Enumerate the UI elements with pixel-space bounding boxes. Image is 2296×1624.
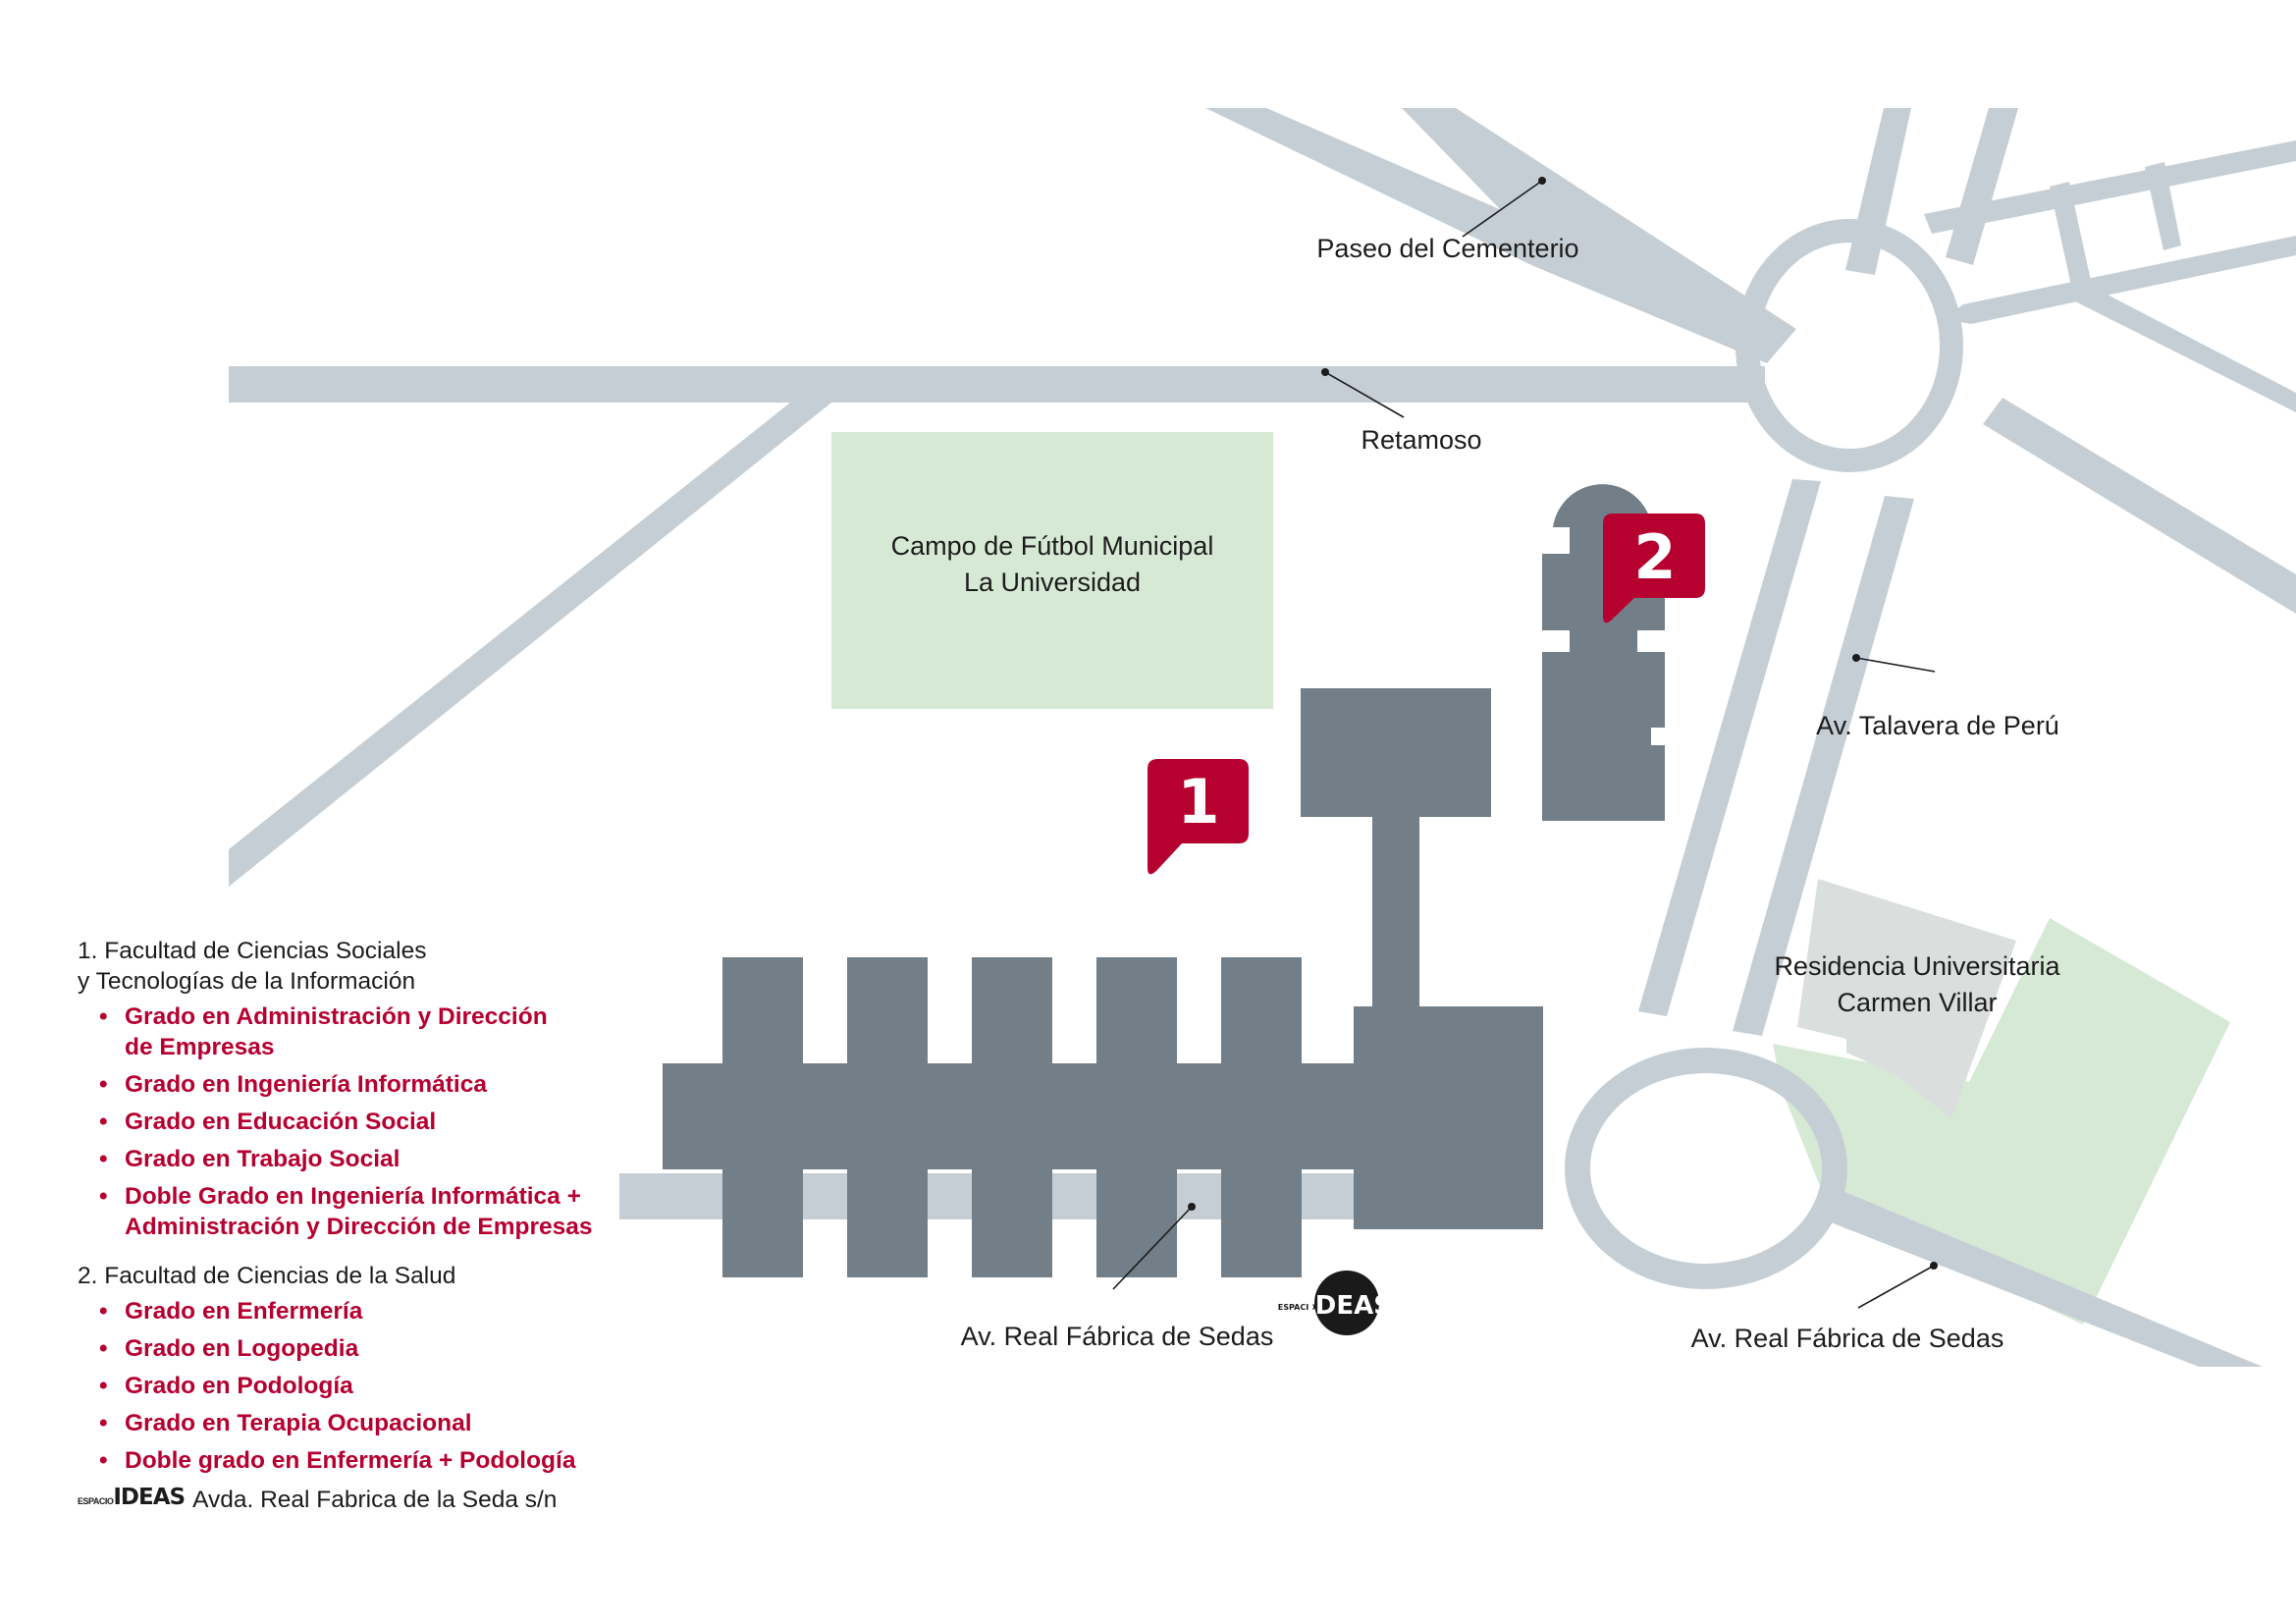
faculty-1-title: 1. Facultad de Ciencias Sociales y Tecno… — [78, 936, 686, 997]
marker-1-number: 1 — [1177, 766, 1219, 838]
degree-label: Grado en Educación Social — [125, 1109, 437, 1135]
degree-item[interactable]: • Grado en Trabajo Social — [78, 1144, 686, 1174]
faculty-1-degree-list: • Grado en Administración y Dirección de E… — [78, 1001, 686, 1242]
real-fabrica-west-label: Av. Real Fábrica de Sedas — [961, 1322, 1274, 1351]
degree-label: Grado en Ingeniería Informática — [125, 1071, 487, 1098]
talavera-label: Av. Talavera de Perú — [1816, 711, 2059, 740]
degree-item[interactable]: • Grado en Ingeniería Informática — [78, 1069, 686, 1100]
degree-label-cont: de Empresas — [125, 1034, 275, 1060]
marker-1[interactable]: 1 — [1148, 759, 1249, 875]
road-paseo-cementerio[interactable] — [1402, 108, 1796, 363]
faculty-2-degree-list: • Grado en Enfermería • Grado en Logopedia… — [78, 1296, 686, 1476]
bullet-icon: • — [99, 1410, 108, 1436]
bullet-icon: • — [99, 1373, 108, 1399]
degree-label: Grado en Podología — [125, 1373, 353, 1399]
residence-label-line2: Carmen Villar — [1837, 988, 1997, 1017]
legend: 1. Facultad de Ciencias Sociales y Tecno… — [78, 936, 686, 1517]
football-field-label-line2: La Universidad — [964, 568, 1141, 597]
degree-label: Grado en Enfermería — [125, 1298, 363, 1325]
residence-building-area[interactable] — [1797, 879, 2016, 1119]
paseo-cementerio-label: Paseo del Cementerio — [1316, 234, 1578, 263]
real-fabrica-east-label: Av. Real Fábrica de Sedas — [1691, 1324, 2004, 1353]
roundabout-south — [1565, 1048, 1847, 1289]
ideas-logo-circle — [1314, 1271, 1379, 1335]
bullet-icon: • — [99, 1447, 108, 1474]
degree-label: Grado en Logopedia — [125, 1335, 359, 1362]
ideas-logo-inline-big: IDEAS — [113, 1485, 186, 1510]
bullet-icon: • — [99, 1298, 108, 1325]
ideas-logo[interactable]: ESPACIO IDEAS — [1278, 1271, 1392, 1335]
degree-item[interactable]: • Doble Grado en Ingeniería Informática +… — [78, 1181, 686, 1242]
bullet-icon: • — [99, 1003, 108, 1030]
road-northeast-connector-1 — [2050, 182, 2093, 295]
ideas-logo-small-text: ESPACIO — [1278, 1303, 1315, 1312]
road-northeast-1 — [1924, 140, 2296, 234]
building-1[interactable] — [663, 688, 1543, 1277]
street-label-real-fabrica-west: Av. Real Fábrica de Sedas — [961, 1203, 1274, 1351]
address-line: ESPACIO IDEAS Avda. Real Fabrica de la S… — [78, 1483, 686, 1517]
degree-label: Doble grado en Enfermería + Podología — [125, 1447, 576, 1474]
road-retamoso — [229, 366, 1765, 403]
degree-label: Doble Grado en Ingeniería Informática + — [125, 1183, 581, 1210]
ideas-logo-inline-small: ESPACIO — [78, 1496, 114, 1506]
degree-label: Grado en Administración y Dirección — [125, 1003, 548, 1030]
roundabout-north — [1735, 219, 1963, 472]
degree-item[interactable]: • Grado en Administración y Dirección de E… — [78, 1001, 686, 1062]
degree-item[interactable]: • Grado en Terapia Ocupacional — [78, 1408, 686, 1438]
street-label-retamoso: Retamoso — [1321, 368, 1482, 455]
degree-label: Grado en Trabajo Social — [125, 1146, 400, 1172]
ideas-logo-inline: ESPACIO IDEAS — [78, 1483, 186, 1517]
degree-item[interactable]: • Grado en Enfermería — [78, 1296, 686, 1326]
marker-2[interactable]: 2 — [1603, 514, 1705, 623]
degree-item[interactable]: • Grado en Podología — [78, 1371, 686, 1401]
marker-1-pin[interactable] — [1148, 759, 1249, 875]
degree-item[interactable]: • Grado en Logopedia — [78, 1333, 686, 1364]
road-northeast-2 — [1944, 236, 2296, 324]
road-northeast-connector-2 — [2145, 162, 2181, 250]
legend-section-2: 2. Facultad de Ciencias de la Salud • Gra… — [78, 1261, 686, 1476]
ideas-logo-big-text: IDEAS — [1306, 1291, 1392, 1321]
retamoso-label: Retamoso — [1361, 425, 1481, 455]
degree-label-cont: Administración y Dirección de Empresas — [125, 1214, 593, 1240]
road-southeast — [1983, 398, 2296, 614]
road-paseo-cementerio-left[interactable] — [1205, 108, 1561, 265]
bullet-icon: • — [99, 1071, 108, 1098]
bullet-icon: • — [99, 1146, 108, 1172]
road-talavera-east[interactable] — [1733, 496, 1914, 1036]
street-label-talavera: Av. Talavera de Perú — [1816, 654, 2059, 740]
road-real-fabrica-east[interactable] — [1826, 1188, 2263, 1367]
address-text: Avda. Real Fabrica de la Seda s/n — [192, 1487, 558, 1513]
street-label-paseo-cementerio: Paseo del Cementerio — [1316, 177, 1579, 263]
marker-2-pin[interactable] — [1603, 514, 1705, 623]
bullet-icon: • — [99, 1335, 108, 1362]
degree-label: Grado en Terapia Ocupacional — [125, 1410, 472, 1436]
degree-item[interactable]: • Grado en Educación Social — [78, 1107, 686, 1137]
football-field-area[interactable] — [831, 432, 1273, 709]
bullet-icon: • — [99, 1183, 108, 1210]
road-left-diagonal — [229, 403, 831, 887]
faculty-1-title-line1: 1. Facultad de Ciencias Sociales — [78, 938, 427, 964]
residence-label-line1: Residencia Universitaria — [1774, 951, 2060, 981]
marker-2-number: 2 — [1633, 521, 1676, 593]
faculty-1-title-line2: y Tecnologías de la Información — [78, 968, 416, 995]
road-talavera-west[interactable] — [1638, 479, 1821, 1016]
road-east-upper — [2071, 280, 2296, 412]
football-field-label-line1: Campo de Fútbol Municipal — [891, 531, 1214, 561]
legend-section-1: 1. Facultad de Ciencias Sociales y Tecno… — [78, 936, 686, 1242]
street-label-real-fabrica-east: Av. Real Fábrica de Sedas — [1691, 1262, 2004, 1353]
degree-item[interactable]: • Doble grado en Enfermería + Podología — [78, 1445, 686, 1476]
faculty-2-title: 2. Facultad de Ciencias de la Salud — [78, 1263, 456, 1289]
road-north-2 — [1946, 108, 2018, 265]
bullet-icon: • — [99, 1109, 108, 1135]
